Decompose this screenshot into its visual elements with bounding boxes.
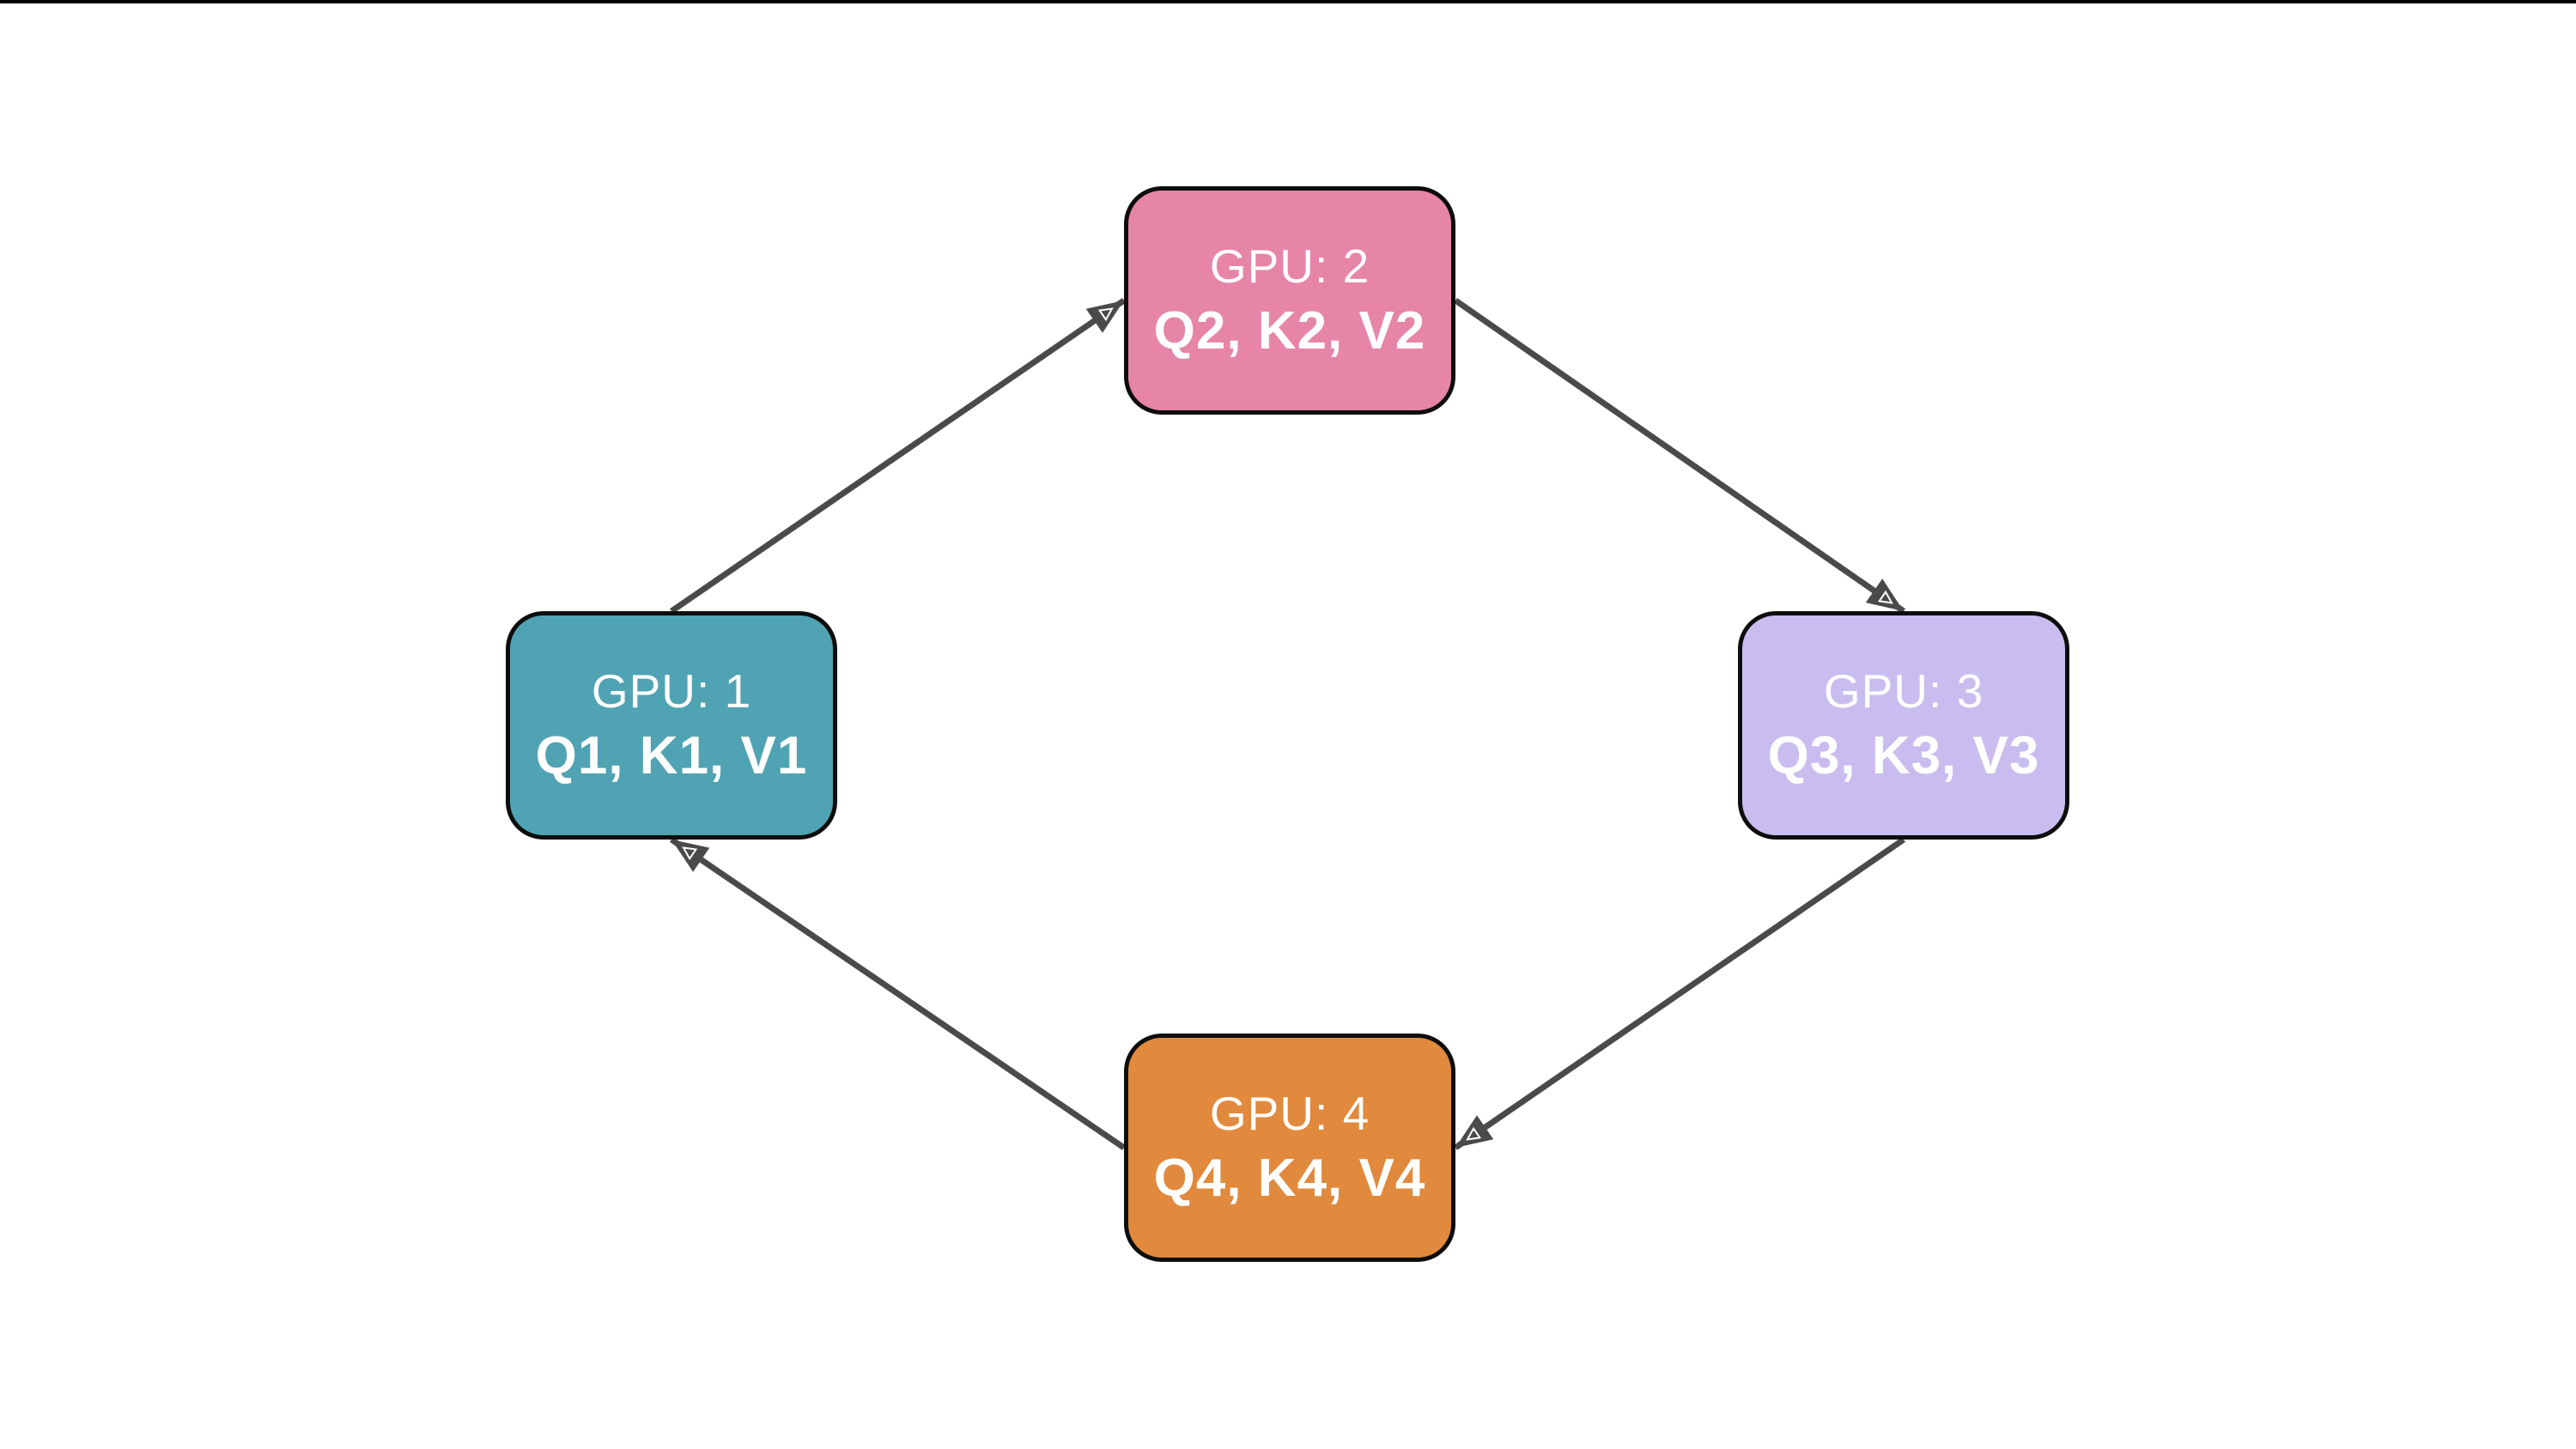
edge-gpu3-to-gpu4 xyxy=(1454,837,1905,1150)
node-gpu-1: GPU: 1 Q1, K1, V1 xyxy=(506,611,837,840)
node-title: GPU: 3 xyxy=(1823,664,1984,718)
node-kv-label: Q3, K3, V3 xyxy=(1767,726,2040,785)
node-gpu-3: GPU: 3 Q3, K3, V3 xyxy=(1738,611,2069,840)
node-kv-label: Q2, K2, V2 xyxy=(1153,301,1426,361)
edge-gpu1-to-gpu2 xyxy=(670,298,1126,614)
edge-gpu4-to-gpu1 xyxy=(670,837,1126,1150)
edge-gpu2-to-gpu3 xyxy=(1454,298,1905,614)
node-title: GPU: 2 xyxy=(1209,239,1370,293)
node-kv-label: Q1, K1, V1 xyxy=(535,726,808,785)
node-gpu-4: GPU: 4 Q4, K4, V4 xyxy=(1124,1034,1455,1262)
node-title: GPU: 4 xyxy=(1209,1087,1370,1140)
node-title: GPU: 1 xyxy=(591,664,752,718)
node-kv-label: Q4, K4, V4 xyxy=(1153,1149,1426,1208)
top-edge-bar xyxy=(0,0,2576,3)
node-gpu-2: GPU: 2 Q2, K2, V2 xyxy=(1124,186,1455,415)
